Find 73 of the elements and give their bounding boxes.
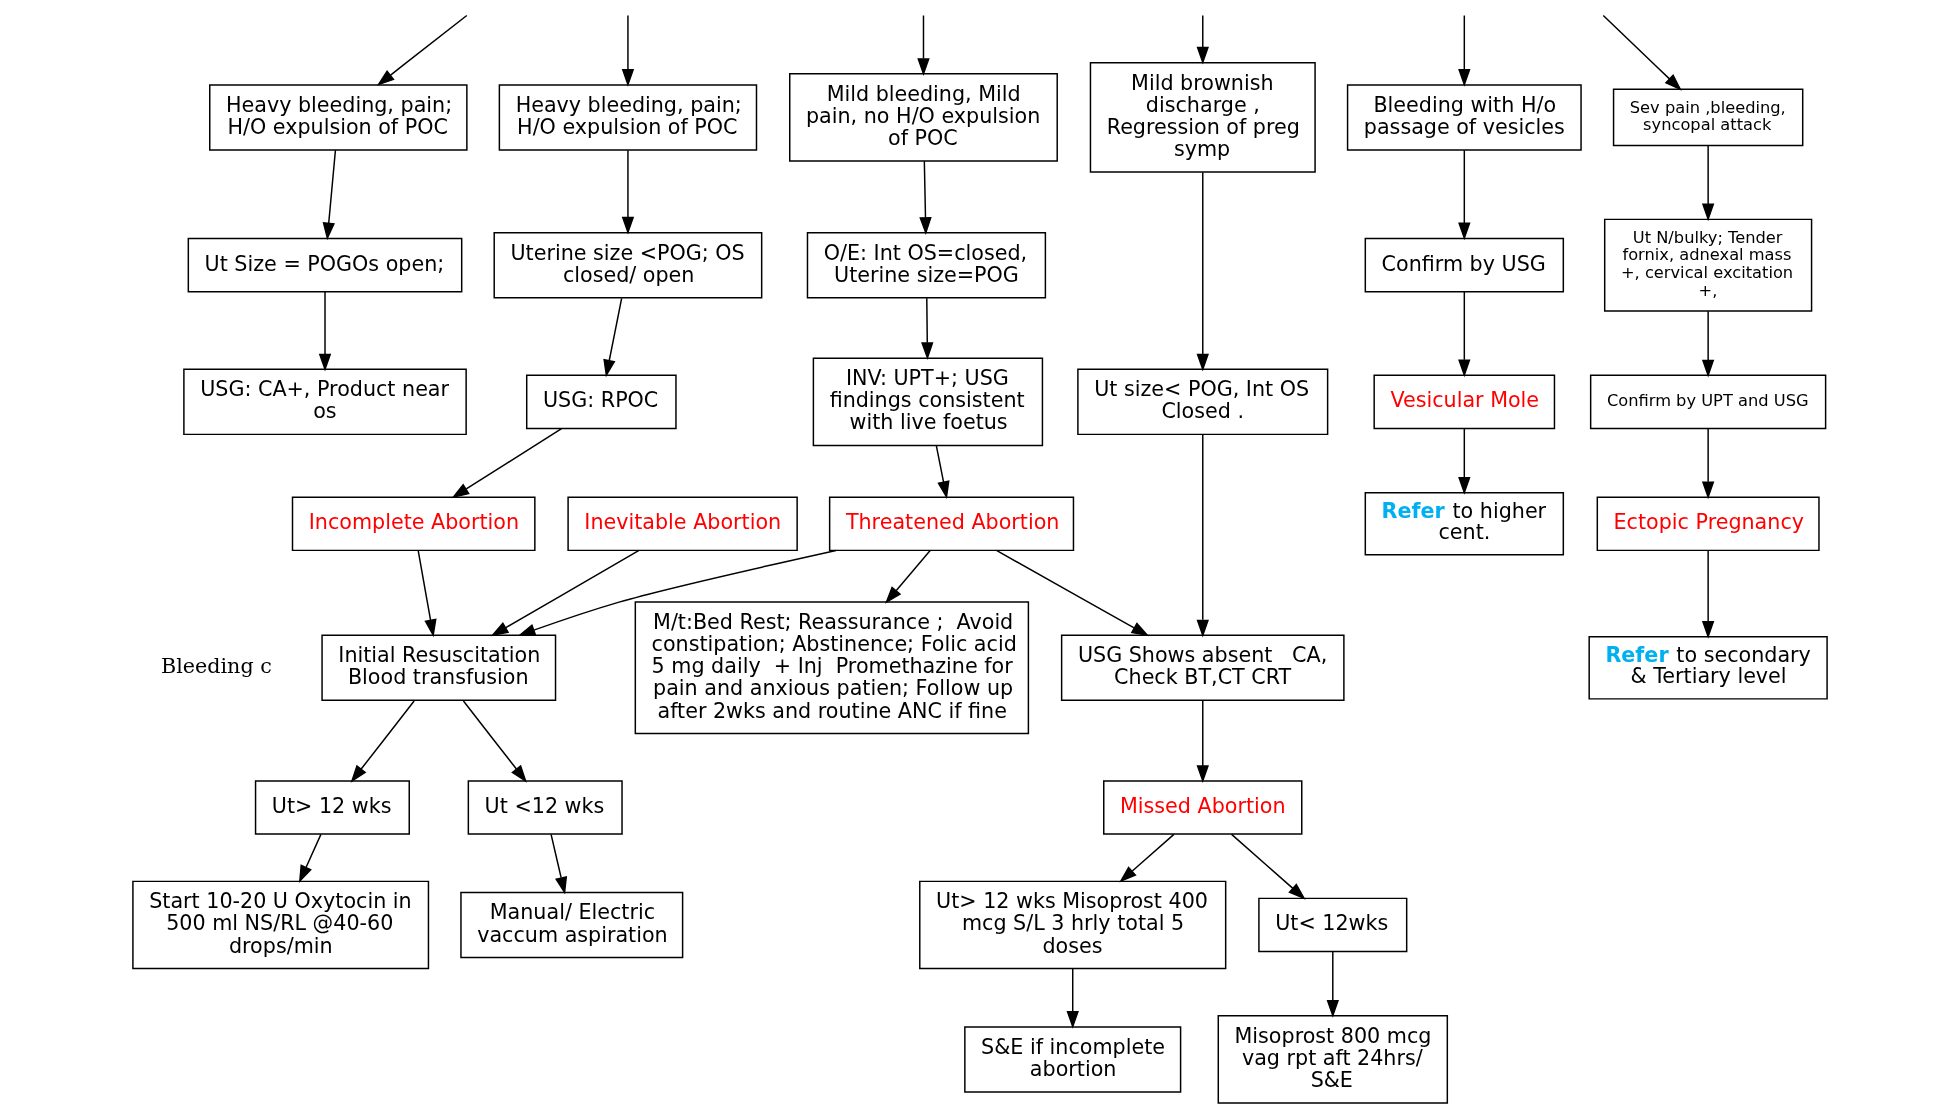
- node-box: Initial Resuscitation Blood transfusion: [320, 634, 556, 702]
- arrow: [490, 549, 640, 637]
- arrow: [416, 549, 437, 638]
- arrow: [517, 549, 837, 636]
- node-box: Mild bleeding, Mild pain, no H/O expulsion of POC: [788, 73, 1058, 162]
- node-box: Threatened Abortion: [828, 496, 1074, 552]
- arrow: [1230, 833, 1306, 900]
- arrow: [1457, 14, 1471, 87]
- arrow: [1196, 433, 1209, 638]
- arrow: [350, 700, 415, 783]
- arrow: [1701, 145, 1714, 222]
- node-box: Confirm by USG: [1364, 237, 1564, 293]
- arrow: [318, 291, 331, 372]
- node-box: Ut> 12 wks Misoprost 400 mcg S/L 3 hrly total 5 doses: [918, 880, 1226, 970]
- label: Bleeding c: [160, 654, 272, 679]
- arrow: [1457, 427, 1471, 495]
- arrow: [376, 14, 467, 86]
- node-box: USG: RPOC: [525, 374, 677, 430]
- arrow: [1701, 310, 1714, 378]
- node-box: Confirm by UPT and USG: [1589, 374, 1826, 430]
- node-box: Ut Size = POGOs open;: [187, 237, 462, 293]
- node-box: Mild brownish discharge , Regression of preg symp: [1089, 62, 1316, 173]
- node-box: Inevitable Abortion: [566, 496, 798, 552]
- arrow: [1196, 171, 1209, 372]
- arrow: [1602, 14, 1682, 91]
- node-box: M/t:Bed Rest; Reassurance ; Avoid constipation; Abstinence; Folic acid 5 mg daily + Inj Promethazine for pain and anxious patien; Follow up after 2wks and routine ANC if fine: [634, 601, 1029, 735]
- node-box: Refer to secondary & Tertiary level: [1587, 636, 1828, 700]
- node-box: Manual/ Electric vaccum aspiration: [459, 891, 683, 959]
- arrow: [451, 427, 562, 499]
- node-box: Incomplete Abortion: [291, 496, 536, 552]
- node-box: USG: CA+, Product near os: [182, 368, 467, 436]
- arrow: [916, 14, 930, 77]
- node-box: Missed Abortion: [1102, 780, 1302, 835]
- node-box: Sev pain ,bleeding, syncopal attack: [1612, 88, 1803, 147]
- node-box: Ut <12 wks: [467, 780, 623, 835]
- arrow: [621, 14, 634, 87]
- arrow: [1118, 833, 1175, 883]
- arrow: [549, 833, 567, 895]
- node-box: Ut> 12 wks: [254, 780, 410, 835]
- node-box: Uterine size <POG; OS closed/ open: [492, 231, 762, 299]
- arrow: [1701, 427, 1714, 500]
- arrow: [935, 444, 950, 499]
- node-box: Refer to higher cent.: [1364, 492, 1564, 556]
- node-box: Misoprost 800 mcg vag rpt aft 24hrs/ S&E: [1217, 1015, 1448, 1104]
- arrow: [298, 833, 322, 884]
- node-box: S&E if incomplete abortion: [963, 1026, 1181, 1093]
- node-box: Heavy bleeding, pain; H/O expulsion of POC: [208, 84, 468, 151]
- node-box: Ut N/bulky; Tender fornix, adnexal mass +, cervical excitation +,: [1603, 218, 1812, 312]
- arrow: [884, 549, 931, 604]
- arrow: [1457, 291, 1471, 378]
- node-box: O/E: Int OS=closed, Uterine size=POG: [806, 231, 1046, 299]
- arrow: [1196, 14, 1209, 65]
- node-box: Bleeding with H/o passage of vesicles: [1346, 84, 1582, 151]
- arrow: [1066, 968, 1079, 1029]
- arrow: [1326, 951, 1339, 1018]
- node-box: USG Shows absent CA, Check BT,CT CRT: [1060, 634, 1345, 702]
- node-box: INV: UPT+; USG findings consistent with live foetus: [812, 357, 1043, 447]
- arrow: [602, 297, 622, 378]
- node-box: Heavy bleeding, pain; H/O expulsion of POC: [498, 84, 757, 151]
- node-box: Vesicular Mole: [1372, 374, 1555, 430]
- arrow: [1457, 149, 1471, 241]
- arrow: [1701, 549, 1714, 639]
- arrow: [1196, 700, 1209, 784]
- arrow: [920, 297, 933, 360]
- node-box: Ut size< POG, Int OS Closed .: [1076, 368, 1328, 436]
- arrow: [322, 149, 336, 241]
- node-box: Ut< 12wks: [1257, 897, 1407, 953]
- arrow: [995, 549, 1149, 637]
- node-box: Start 10-20 U Oxytocin in 500 ml NS/RL @40-60 drops/min: [131, 880, 429, 970]
- arrow: [621, 149, 634, 235]
- node-box: Ectopic Pregnancy: [1596, 496, 1820, 552]
- arrow: [462, 700, 527, 783]
- arrow: [918, 160, 932, 235]
